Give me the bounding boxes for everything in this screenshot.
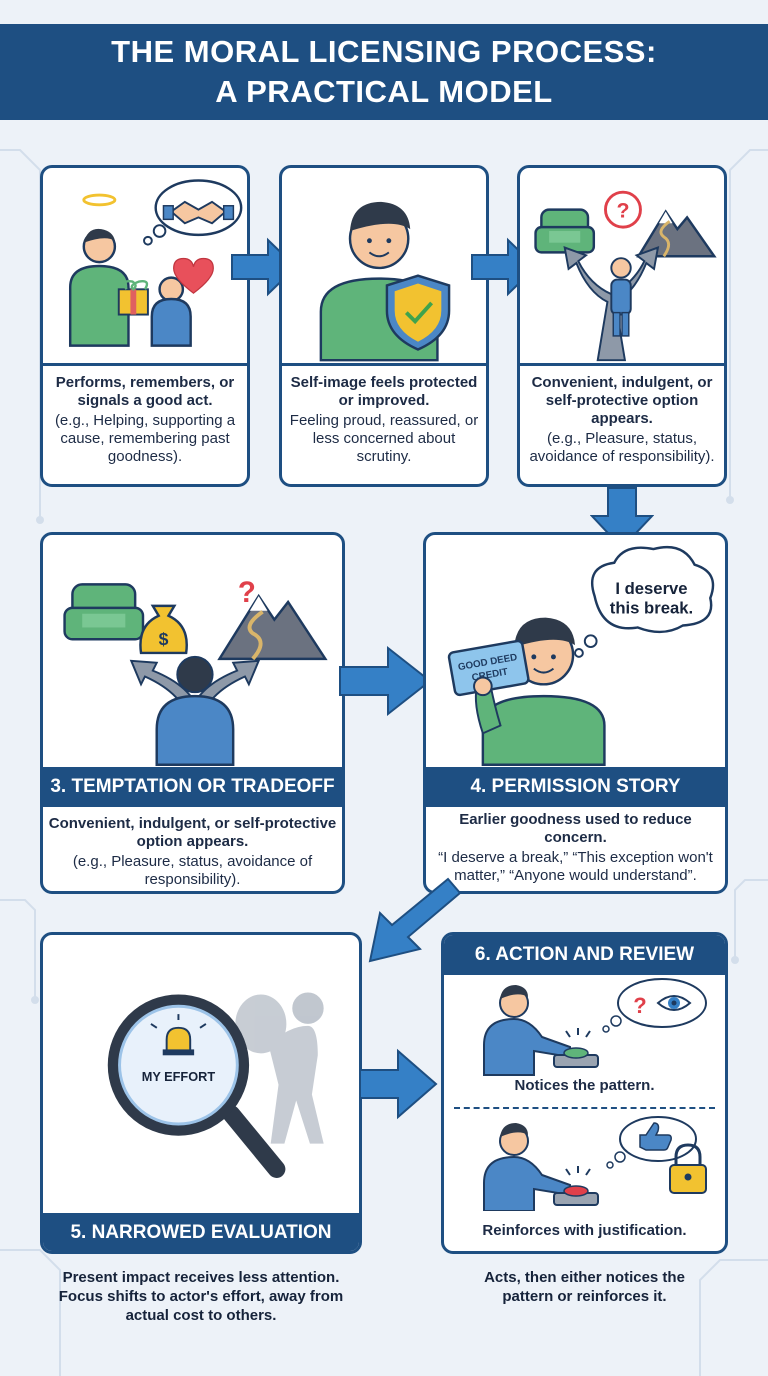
step-3-title: 3. TEMPTATION OR TRADEOFF <box>43 767 342 807</box>
step-4-bold-text: Earlier goodness used to reduce concern. <box>459 811 692 846</box>
standing-person-icon <box>610 257 632 337</box>
thought-bubble-handshake-icon <box>143 179 243 246</box>
step-1-detail-text: (e.g., Helping, supporting a cause, reme… <box>54 412 236 465</box>
svg-text:?: ? <box>633 993 646 1018</box>
step-3-bold-text: Convenient, indulgent, or self-protectiv… <box>48 815 337 850</box>
shield-check-icon <box>385 274 451 351</box>
question-mark-icon: ? <box>604 190 642 229</box>
step-1-card: Performs, remembers, or signals a good a… <box>40 165 250 487</box>
gift-icon <box>117 280 149 316</box>
svg-text:?: ? <box>616 198 629 222</box>
good-act-illustration <box>68 179 243 347</box>
alarm-light-icon <box>150 1014 207 1056</box>
svg-text:$: $ <box>159 629 169 649</box>
temptation-illustration: $ ? <box>63 576 328 766</box>
step-6-caption: Acts, then either notices the pattern or… <box>484 1269 685 1305</box>
thought-bubble-eye-icon: ? <box>602 978 707 1033</box>
notices-pattern-illustration: ? <box>483 978 707 1076</box>
self-image-illustration <box>319 201 451 362</box>
money-bag-icon: $ <box>139 604 188 655</box>
page-title: THE MORAL LICENSING PROCESS: A PRACTICAL… <box>0 24 768 120</box>
step-3-detail-text: (e.g., Pleasure, status, avoidance of re… <box>72 853 313 888</box>
step-4-title: 4. PERMISSION STORY <box>426 767 725 807</box>
thought-bubble-thumbs-up-icon <box>606 1116 697 1169</box>
step-2-bold-text: Self-image feels protected or improved. <box>290 374 478 409</box>
step-6-top-caption: Notices the pattern. <box>514 1077 655 1094</box>
arrow-right-icon <box>339 645 432 717</box>
step-6-card: 6. ACTION AND REVIEW ? Notices the patte… <box>441 932 728 1254</box>
question-mark-icon: ? <box>238 576 256 609</box>
step-4-detail-text: “I deserve a break,” “This exception won… <box>438 849 713 884</box>
lock-icon <box>669 1143 707 1194</box>
step-2b-card: ? Convenient, indulgent, or self-protect… <box>517 165 727 487</box>
svg-text:this break.: this break. <box>610 599 693 618</box>
person-with-card-icon <box>474 617 606 766</box>
person-pressing-button-icon <box>483 1123 599 1211</box>
step-3-card: $ ? 3. TEMPTATION OR TRADEOFF Convenient… <box>40 532 345 894</box>
title-line-2: A PRACTICAL MODEL <box>215 74 553 109</box>
arrow-right-icon <box>359 1048 438 1120</box>
step-5-title: 5. NARROWED EVALUATION <box>43 1213 359 1251</box>
step-6-bottom-caption: Reinforces with justification. <box>482 1222 687 1239</box>
step-2-card: Self-image feels protected or improved. … <box>279 165 489 487</box>
arrow-diagonal-icon <box>368 877 462 963</box>
thought-text: I deserve <box>615 579 687 598</box>
step-4-card: I deserve this break. GOOD DEED CREDIT 4… <box>423 532 728 894</box>
step-5-card: MY EFFORT 5. NARROWED EVALUATION <box>40 932 362 1254</box>
armchair-icon <box>63 583 145 641</box>
step-2b-bold-text: Convenient, indulgent, or self-protectiv… <box>531 374 713 427</box>
faded-person-carrying-bag-icon <box>235 992 324 1144</box>
good-deed-credit-card-icon: GOOD DEED CREDIT <box>447 639 530 697</box>
person-back-icon <box>155 655 235 766</box>
step-5-caption: Present impact receives less attention. … <box>58 1269 344 1324</box>
reinforces-justification-illustration <box>483 1116 707 1211</box>
step-1-bold-text: Performs, remembers, or signals a good a… <box>55 374 235 409</box>
heart-icon <box>173 257 214 294</box>
step-2b-detail-text: (e.g., Pleasure, status, avoidance of re… <box>529 430 715 465</box>
narrowed-evaluation-illustration: MY EFFORT <box>107 992 324 1178</box>
magnifying-glass-icon <box>107 994 286 1178</box>
choice-illustration: ? <box>534 190 717 362</box>
step-6-title: 6. ACTION AND REVIEW <box>444 935 725 975</box>
giver-person-icon <box>68 228 130 347</box>
hand-icon <box>473 676 493 697</box>
step-2-detail-text: Feeling proud, reassured, or less concer… <box>289 412 479 465</box>
lens-text: MY EFFORT <box>142 1069 216 1084</box>
permission-story-illustration: I deserve this break. GOOD DEED CREDIT <box>447 545 715 766</box>
thought-bubble-icon: I deserve this break. <box>574 545 715 658</box>
child-person-icon <box>150 276 192 347</box>
mountain-icon <box>636 209 717 258</box>
armchair-icon <box>534 208 596 254</box>
halo-icon <box>82 193 117 207</box>
mountain-icon <box>217 593 328 661</box>
person-pressing-button-icon <box>483 985 599 1076</box>
dashed-divider <box>454 1107 715 1109</box>
title-line-1: THE MORAL LICENSING PROCESS: <box>111 34 657 69</box>
